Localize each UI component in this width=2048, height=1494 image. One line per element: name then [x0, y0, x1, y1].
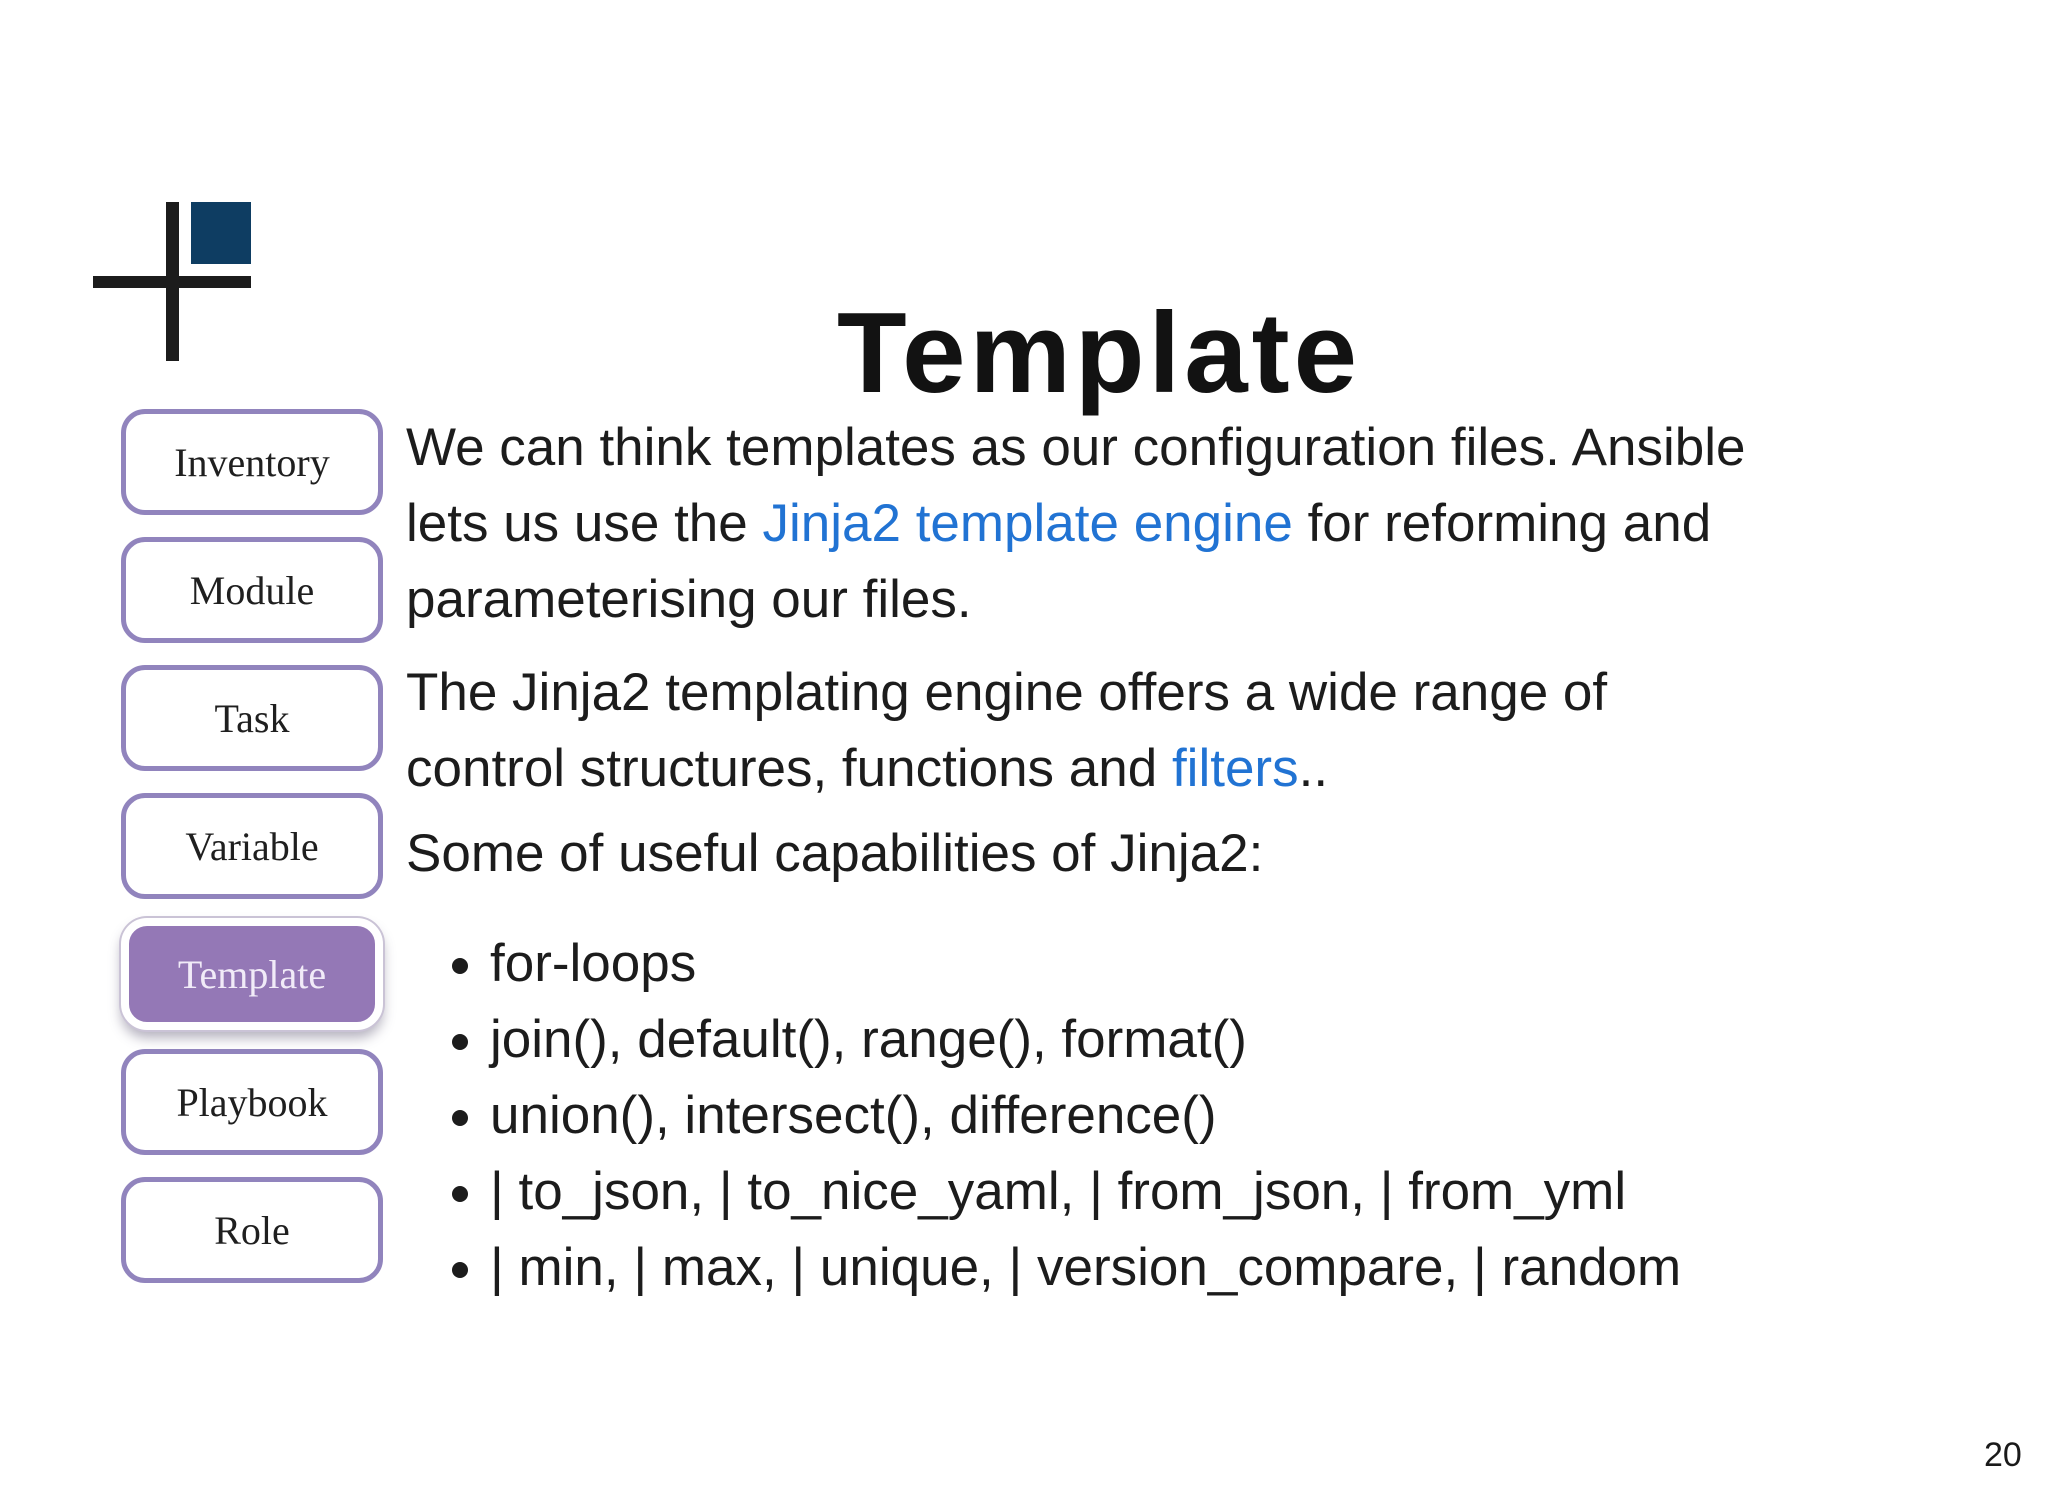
list-item: | min, | max, | unique, | version_compar…: [490, 1230, 2006, 1306]
body-text-line: The Jinja2 templating engine offers a wi…: [406, 663, 1608, 722]
body-text-segment: control structures, functions and: [406, 739, 1172, 798]
sidebar-item-label: Variable: [185, 823, 319, 869]
sidebar-item-role: Role: [121, 1177, 383, 1283]
sidebar-item-module: Module: [121, 537, 383, 643]
body-text-segment: for reforming and: [1292, 494, 1712, 553]
body-text-segment: lets us use the: [406, 494, 763, 553]
slide-body: We can think templates as our configurat…: [406, 410, 2006, 1306]
capabilities-list: for-loops join(), default(), range(), fo…: [406, 926, 2006, 1306]
list-item: | to_json, | to_nice_yaml, | from_json, …: [490, 1154, 2006, 1230]
logo-cross-horizontal-bar: [93, 276, 251, 288]
sidebar-item-label: Task: [214, 695, 290, 741]
sidebar-item-label: Template: [177, 951, 327, 997]
paragraph-jinja2-engine: The Jinja2 templating engine offers a wi…: [406, 655, 2006, 807]
list-item: for-loops: [490, 926, 2006, 1002]
logo-blue-square: [191, 202, 251, 264]
sidebar-item-label: Playbook: [176, 1079, 328, 1125]
body-text-line: We can think templates as our configurat…: [406, 418, 1746, 477]
sidebar-item-inventory: Inventory: [121, 409, 383, 515]
sidebar-item-task: Task: [121, 665, 383, 771]
list-item: join(), default(), range(), format(): [490, 1002, 2006, 1078]
paragraph-templates-intro: We can think templates as our configurat…: [406, 410, 2006, 638]
list-item: union(), intersect(), difference(): [490, 1078, 2006, 1154]
page-number: 20: [1984, 1436, 2022, 1474]
jinja2-template-engine-link[interactable]: Jinja2 template engine: [762, 494, 1293, 553]
paragraph-capabilities-lead: Some of useful capabilities of Jinja2:: [406, 824, 1264, 883]
sidebar-item-playbook: Playbook: [121, 1049, 383, 1155]
sidebar-item-variable: Variable: [121, 793, 383, 899]
sidebar-item-label: Module: [189, 567, 315, 613]
body-text-line: parameterising our files.: [406, 570, 972, 629]
body-text-segment: ..: [1298, 739, 1329, 798]
concept-sidebar: Inventory Module Task Variable Template …: [121, 409, 383, 1305]
body-text-line: lets us use the Jinja2 template engine f…: [406, 486, 2006, 562]
filters-link[interactable]: filters: [1171, 739, 1299, 798]
body-text-line: control structures, functions and filter…: [406, 731, 2006, 807]
sidebar-item-label: Role: [214, 1207, 290, 1253]
sidebar-item-template-active: Template: [121, 918, 383, 1030]
sidebar-item-label: Inventory: [174, 439, 330, 485]
page-title: Template: [836, 290, 1361, 418]
